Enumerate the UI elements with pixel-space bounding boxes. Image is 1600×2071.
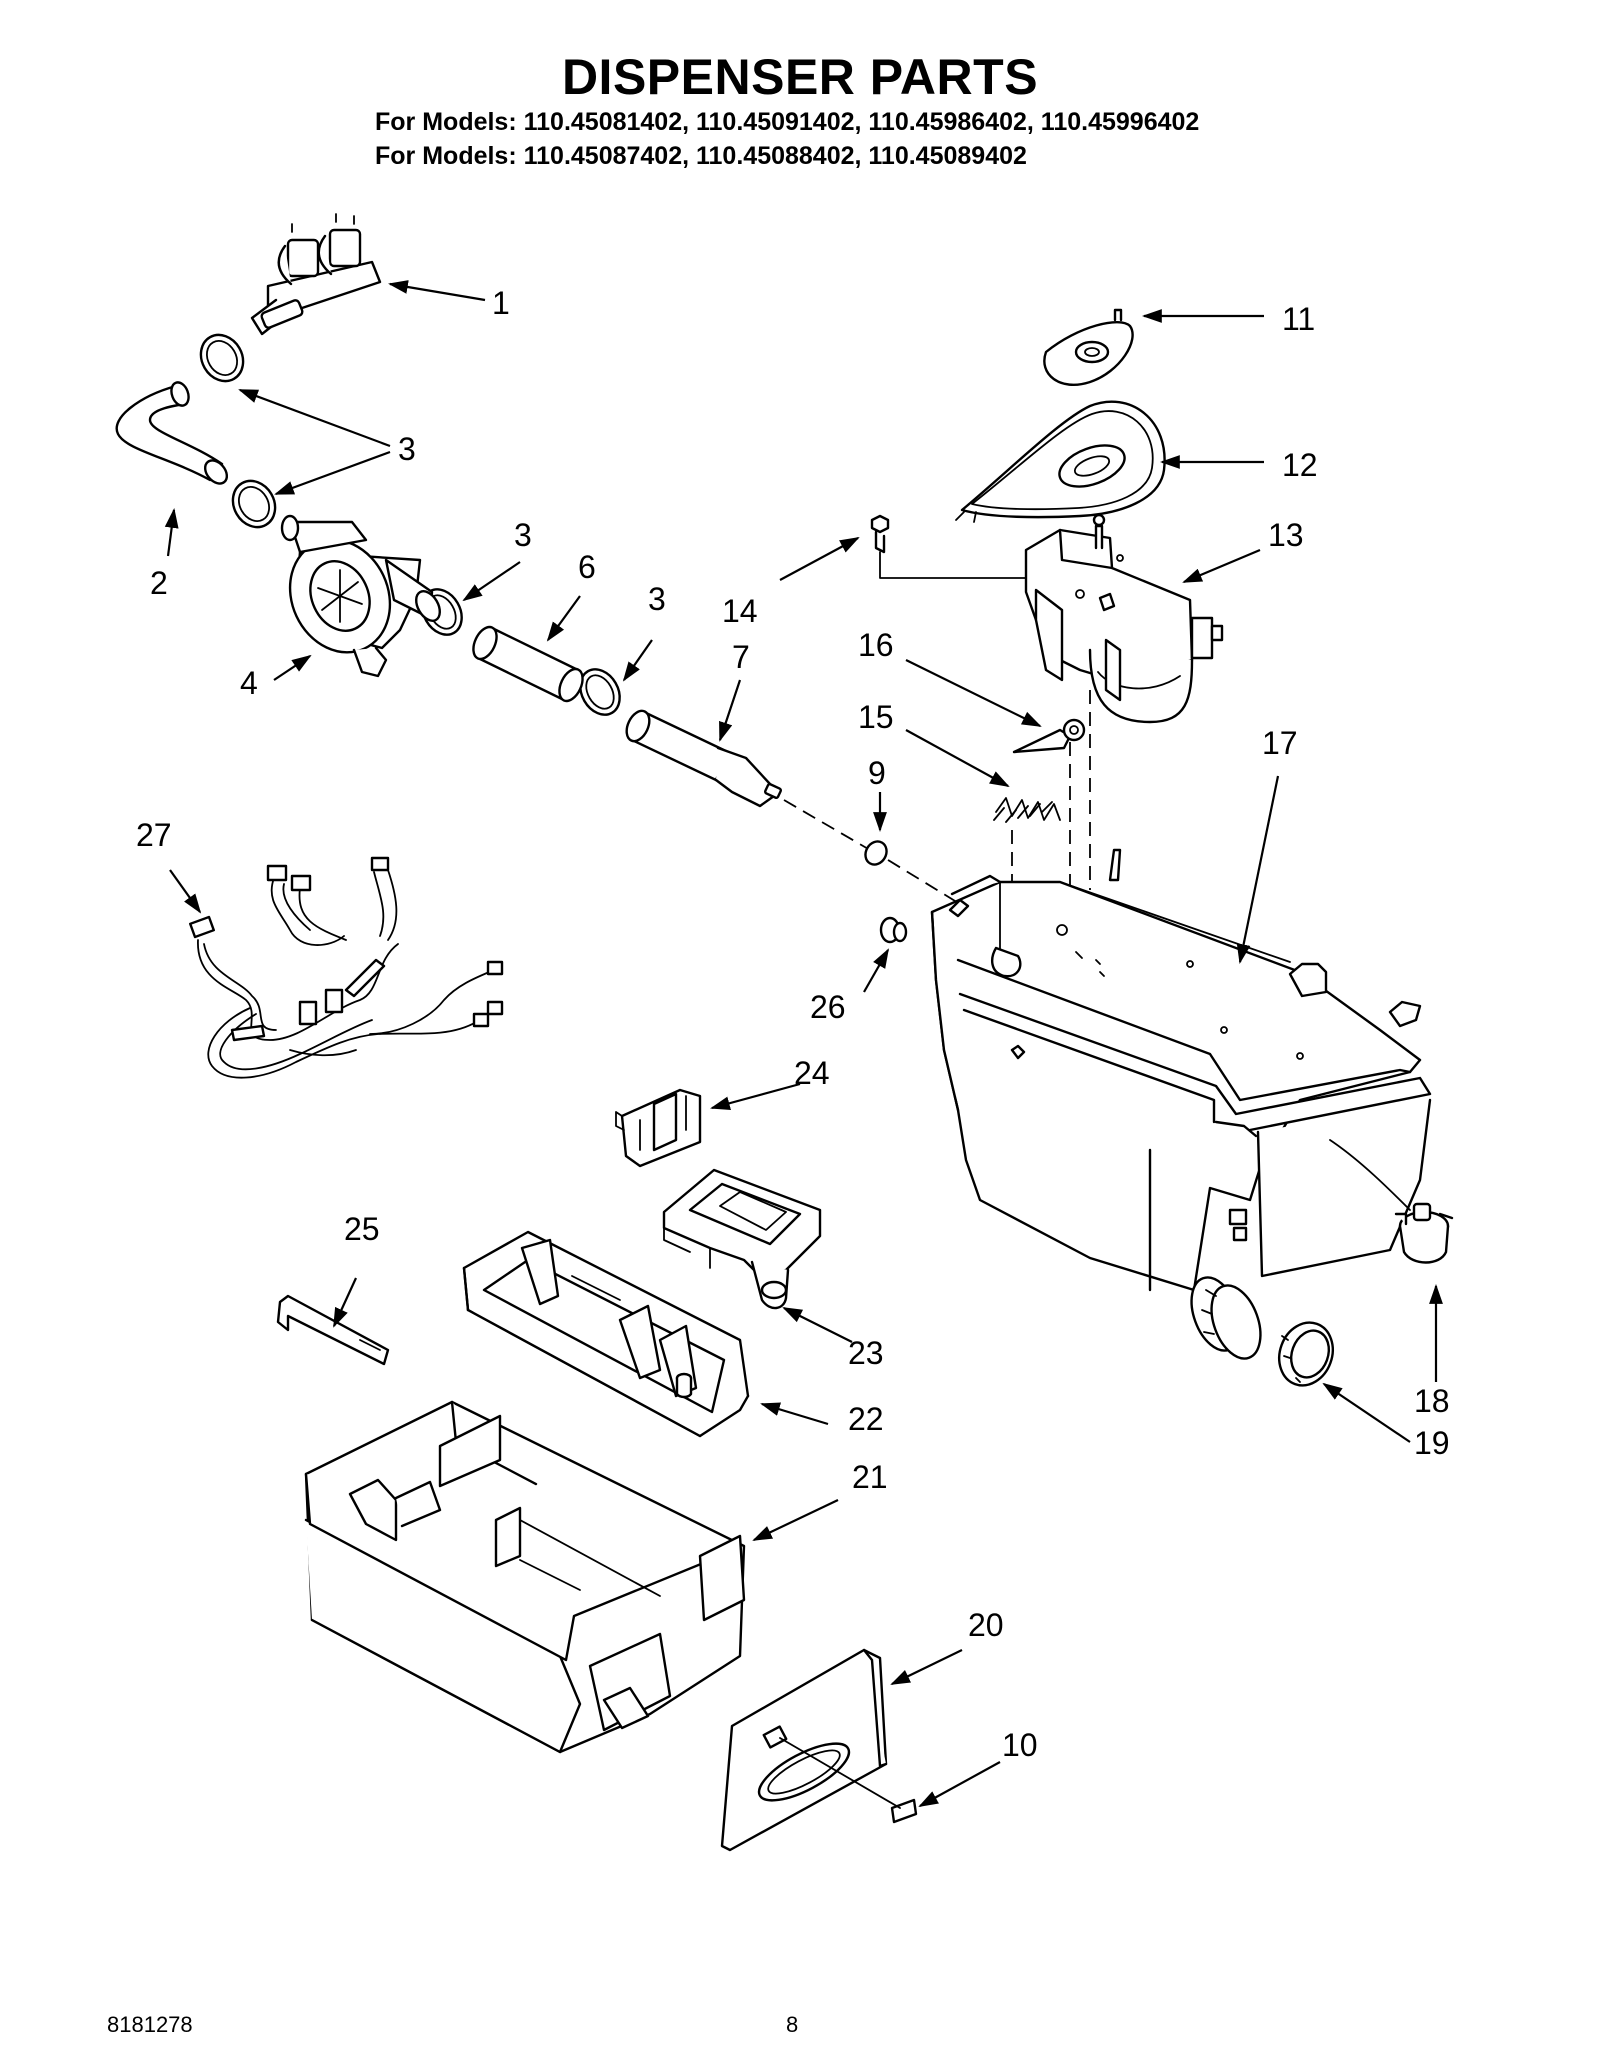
tube-part: [472, 625, 584, 703]
outlet-fitting-part: [1190, 1276, 1262, 1360]
softener-clip-part: [276, 1294, 390, 1366]
callout-22: 22: [848, 1401, 884, 1437]
lever-part: [1012, 718, 1086, 754]
callout-7: 7: [732, 639, 750, 675]
callout-19: 19: [1414, 1425, 1450, 1461]
label-part: [890, 1798, 918, 1824]
pump-housing-part: [280, 514, 441, 678]
bellows-boot-part: [1278, 1321, 1334, 1387]
pressure-switch-part: [1394, 1202, 1454, 1264]
callout-4: 4: [240, 665, 258, 701]
hose-clamp-part: [199, 333, 245, 383]
actuator-bracket-part: [1024, 513, 1224, 724]
screw-part: [870, 514, 890, 554]
callout-11: 11: [1282, 301, 1315, 337]
callout-3: 3: [398, 431, 416, 467]
callout-23: 23: [848, 1335, 884, 1371]
callout-leaders: [164, 280, 1443, 1807]
callout-21: 21: [852, 1459, 888, 1495]
callout-20: 20: [968, 1607, 1004, 1643]
hose-clamp-part: [579, 668, 621, 716]
hose-clamp-part: [231, 479, 277, 529]
siphon-cap-part: [662, 1168, 822, 1310]
callout-13: 13: [1268, 517, 1304, 553]
callout-17: 17: [1262, 725, 1298, 761]
o-ring-part: [864, 840, 888, 866]
models-line-2: For Models: 110.45087402, 110.45088402, …: [375, 142, 1027, 170]
seal-part: [955, 400, 1166, 523]
callout-16: 16: [858, 627, 894, 663]
callout-1: 1: [492, 285, 510, 321]
cap-part: [1043, 308, 1134, 387]
callout-numbers: 1 3 2 4 3 6 3 7 9 11 12 13 14 16 15 17 1…: [136, 285, 1450, 1763]
callout-15: 15: [858, 699, 894, 735]
drawer-handle-part: [720, 1648, 888, 1852]
spring-part: [993, 797, 1061, 823]
callout-26: 26: [810, 989, 846, 1025]
callout-12: 12: [1282, 447, 1318, 483]
hose-part: [115, 381, 229, 485]
callout-18: 18: [1414, 1383, 1450, 1419]
callout-3: 3: [514, 517, 532, 553]
water-valve-part: [250, 213, 382, 336]
callout-9: 9: [868, 755, 886, 791]
nozzle-tube-part: [625, 709, 782, 808]
bracket-clip-part: [615, 1088, 702, 1168]
wire-harness-part: [189, 856, 504, 1079]
plug-part: [879, 916, 908, 944]
models-line-1: For Models: 110.45081402, 110.45091402, …: [375, 108, 1200, 136]
dispenser-housing-part: [930, 848, 1432, 1292]
callout-14: 14: [722, 593, 758, 629]
callout-3: 3: [648, 581, 666, 617]
callout-27: 27: [136, 817, 172, 853]
cup-tray-part: [462, 1230, 750, 1438]
dispenser-drawer-part: [304, 1400, 746, 1754]
callout-10: 10: [1002, 1727, 1038, 1763]
document-number: 8181278: [107, 2012, 193, 2037]
callout-25: 25: [344, 1211, 380, 1247]
callout-24: 24: [794, 1055, 830, 1091]
callout-2: 2: [150, 565, 168, 601]
callout-6: 6: [578, 549, 596, 585]
page-number: 8: [786, 2012, 799, 2037]
page-title: DISPENSER PARTS: [561, 49, 1039, 105]
